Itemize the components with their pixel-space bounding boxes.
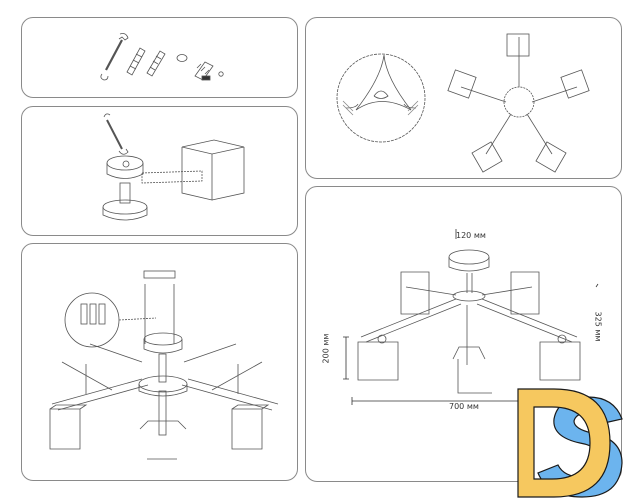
wrench-icon bbox=[103, 113, 129, 155]
dimensions-illustration bbox=[343, 229, 599, 405]
wrench-icon bbox=[100, 33, 129, 81]
total-height-label: 325 мм bbox=[593, 311, 603, 342]
shade-height-label: 200 мм bbox=[321, 333, 331, 364]
terminal-block-icon bbox=[194, 61, 214, 81]
panel-parts bbox=[21, 17, 298, 98]
washer-icon bbox=[176, 54, 188, 62]
screw-icon bbox=[126, 47, 146, 76]
panel-arm-attachment bbox=[21, 106, 298, 236]
panel-top-view bbox=[305, 17, 622, 179]
dowel-icon bbox=[146, 50, 166, 77]
panel-wiring bbox=[21, 243, 298, 481]
top-view-illustration bbox=[336, 33, 590, 173]
canopy-diameter-label: 120 мм bbox=[456, 231, 486, 240]
wiring-detail-circle bbox=[336, 53, 426, 143]
fixture-top-view bbox=[447, 33, 590, 173]
logo-letter-d bbox=[517, 388, 611, 498]
hardware-parts-illustration bbox=[100, 33, 224, 81]
wiring-illustration bbox=[49, 270, 279, 460]
cap-icon bbox=[218, 71, 224, 77]
wiring-detail-circle bbox=[64, 292, 120, 348]
total-width-label: 700 мм bbox=[449, 402, 479, 411]
ds-logo bbox=[517, 388, 623, 498]
arm-attachment-illustration bbox=[102, 113, 245, 221]
